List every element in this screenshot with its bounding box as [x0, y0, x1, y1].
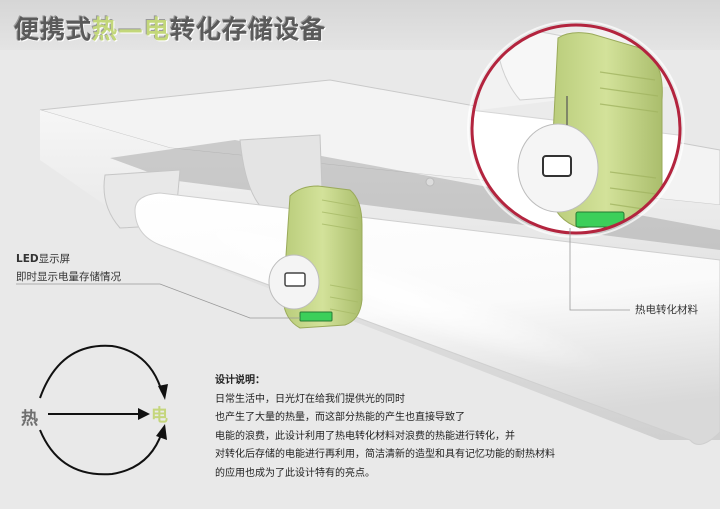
arrow-middle-head — [138, 408, 150, 420]
arrow-bottom — [39, 429, 163, 476]
description-title: 设计说明： — [215, 375, 265, 386]
zoom-ring — [470, 23, 682, 235]
cycle-hot-label: 热 — [21, 409, 38, 429]
led-pointer-line — [16, 283, 300, 319]
led-label-desc: 即时显示电量存储情况 — [16, 271, 121, 283]
title-highlight: 热—电 — [92, 15, 171, 44]
device-ribs — [321, 199, 359, 315]
zoom-usb-port — [542, 155, 572, 177]
led-display-annotation: LED显示屏 即时显示电量存储情况 — [16, 250, 121, 286]
description-line: 的应用也成为了此设计特有的亮点。 — [215, 467, 375, 479]
cycle-elec-label: 电 — [151, 406, 168, 426]
zoom-detail — [472, 25, 680, 233]
design-description: 设计说明： 日常生活中，日光灯在给我们提供光的同时 也产生了大量的热量，而这部分… — [215, 372, 555, 484]
conversion-cycle — [39, 344, 168, 476]
usb-port — [284, 272, 306, 287]
led-label-title: 显示屏 — [38, 253, 71, 265]
description-line: 电能的浪费，此设计利用了热电转化材料对浪费的热能进行转化，并 — [215, 430, 515, 442]
arrow-top — [39, 344, 163, 399]
page-title: 便携式热—电转化存储设备 — [14, 10, 326, 46]
zoom-ring-highlight — [467, 20, 685, 238]
title-part2: 转化存储设备 — [170, 15, 327, 44]
description-line: 对转化后存储的电能进行再利用，简洁清新的造型和具有记忆功能的耐热材料 — [215, 449, 555, 461]
led-display — [299, 311, 333, 322]
led-label-bold: LED — [16, 253, 39, 265]
material-pointer-line — [569, 228, 630, 311]
thermo-device — [268, 185, 363, 329]
title-bar: 便携式热—电转化存储设备 — [0, 0, 720, 50]
title-part1: 便携式 — [14, 15, 93, 44]
zoom-led-display — [575, 211, 625, 228]
arrow-top-head — [158, 384, 168, 400]
material-annotation: 热电转化材料 — [635, 304, 698, 316]
description-line: 也产生了大量的热量，而这部分热能的产生也直接导致了 — [215, 412, 465, 424]
arrow-bottom-head — [156, 424, 167, 440]
description-line: 日常生活中，日光灯在给我们提供光的同时 — [215, 393, 405, 405]
tube-glow — [152, 207, 608, 373]
fixture-screw — [425, 177, 435, 187]
